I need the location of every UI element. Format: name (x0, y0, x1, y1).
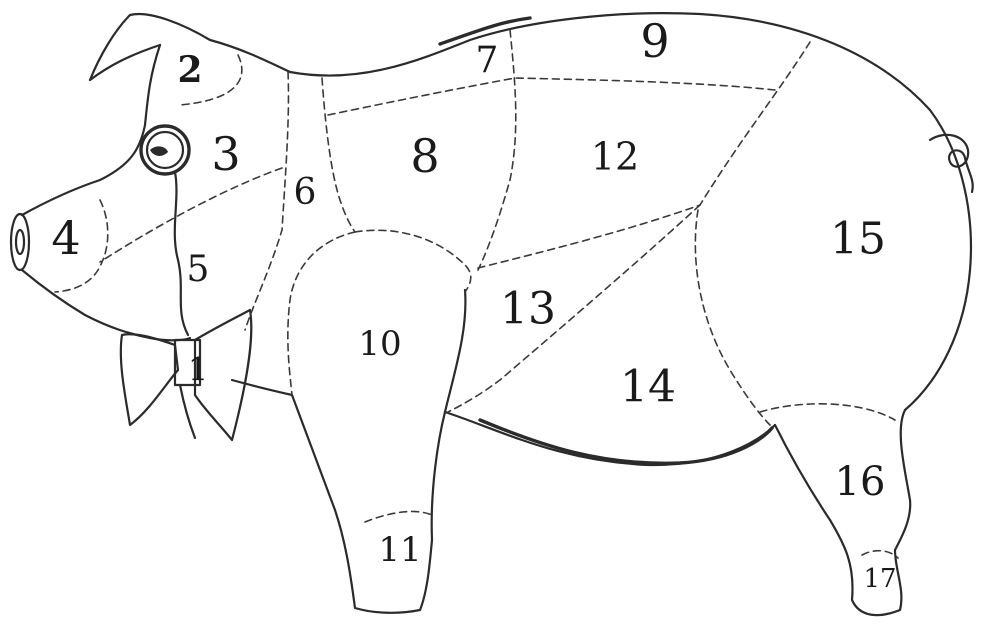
region-label-1: 1 (188, 351, 208, 389)
region-label-2: 2 (177, 49, 202, 91)
tail (930, 135, 973, 192)
region-label-3: 3 (211, 127, 240, 181)
region-label-6: 6 (294, 172, 317, 213)
belly-outline (445, 412, 775, 465)
region-label-4: 4 (51, 211, 80, 265)
region-label-13: 13 (500, 284, 556, 335)
front-leg-back (292, 395, 432, 613)
region-label-17: 17 (863, 564, 896, 594)
face-upper (22, 45, 160, 215)
region-label-10: 10 (358, 324, 401, 364)
region-label-16: 16 (835, 459, 886, 505)
jaw (22, 270, 190, 340)
region-label-15: 15 (830, 214, 886, 265)
front-leg-front (432, 290, 466, 540)
nostril (16, 230, 24, 254)
snout (11, 214, 29, 270)
region-label-8: 8 (410, 129, 439, 183)
region-label-12: 12 (591, 135, 639, 179)
region-label-11: 11 (378, 530, 421, 570)
bow-tie-left (121, 334, 178, 425)
chest (232, 380, 292, 395)
eye-icon (150, 146, 168, 156)
region-label-5: 5 (187, 249, 210, 290)
region-label-9: 9 (640, 14, 669, 68)
region-label-7: 7 (476, 40, 499, 81)
ear-inner (90, 45, 160, 80)
bow-tie-fold (180, 385, 195, 438)
region-label-14: 14 (620, 362, 676, 413)
